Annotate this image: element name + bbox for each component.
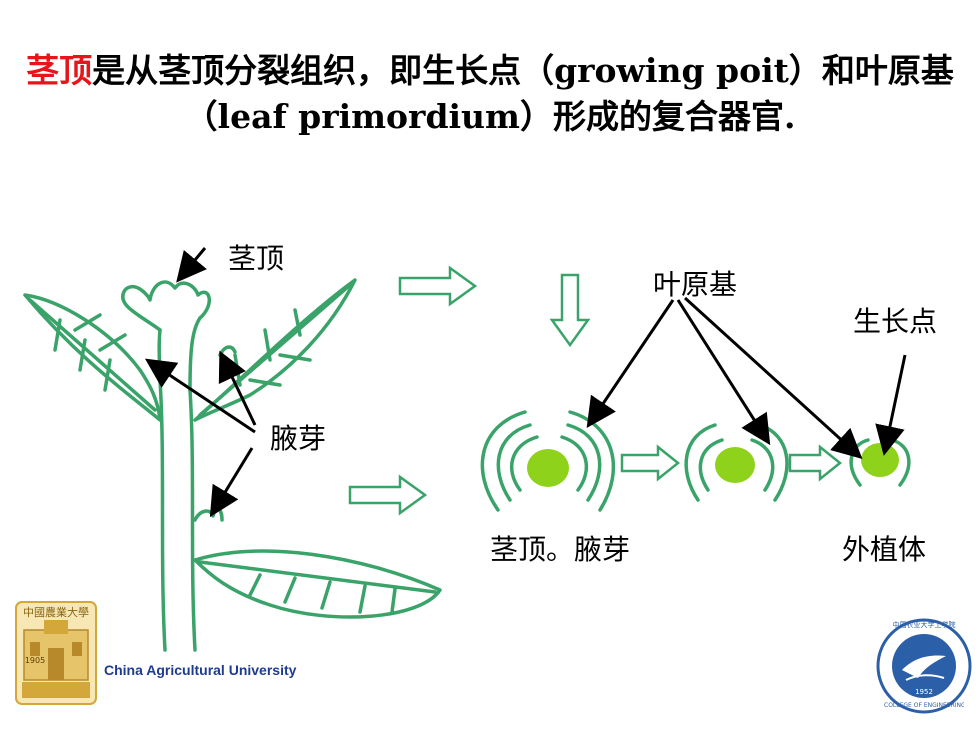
stem	[158, 378, 197, 652]
title-rest: 是从茎顶分裂组织，即生长点（growing poit）和叶原基（leaf pri…	[92, 51, 954, 136]
meristem-2	[715, 447, 755, 483]
slide-title: 茎顶是从茎顶分裂组织，即生长点（growing poit）和叶原基（leaf p…	[20, 48, 960, 140]
plant-pointers	[145, 247, 257, 518]
university-name: China Agricultural University	[104, 662, 297, 678]
apex-large	[480, 410, 616, 512]
block-arrows	[348, 265, 843, 516]
cau-logo-text: 中國農業大學	[23, 606, 89, 619]
primordium-pointers	[586, 296, 907, 460]
arrow-down	[549, 273, 591, 348]
caption-explant: 外植体	[842, 533, 927, 566]
plant-shoot	[23, 278, 442, 652]
title-highlight: 茎顶	[26, 51, 93, 90]
engineering-logo-bottom-text: COLLEGE OF ENGINEERING, CAU	[884, 702, 964, 709]
apex-shape	[121, 280, 211, 392]
engineering-logo-top-text: 中国农业大学工学院	[892, 621, 956, 629]
engineering-logo: 中国农业大学工学院 1952 COLLEGE OF ENGINEERING, C…	[876, 618, 972, 714]
lower-leaf	[193, 549, 442, 619]
arrow-right-small-2	[788, 444, 843, 482]
arrow-right-top	[398, 265, 478, 307]
label-axillary-bud: 腋芽	[270, 422, 327, 455]
engineering-logo-year: 1952	[915, 688, 933, 696]
cau-logo: 中國農業大學 1905	[14, 600, 98, 706]
meristem-3	[861, 443, 899, 477]
label-leaf-primordium: 叶原基	[653, 268, 738, 301]
arrow-right-mid	[348, 474, 428, 516]
caption-apex-bud: 茎顶。腋芽	[490, 533, 631, 566]
meristem-1	[527, 449, 569, 487]
label-growing-point: 生长点	[853, 305, 938, 338]
cau-logo-year: 1905	[24, 656, 46, 665]
arrow-right-small-1	[620, 444, 681, 482]
label-shoot-apex: 茎顶	[228, 242, 285, 275]
